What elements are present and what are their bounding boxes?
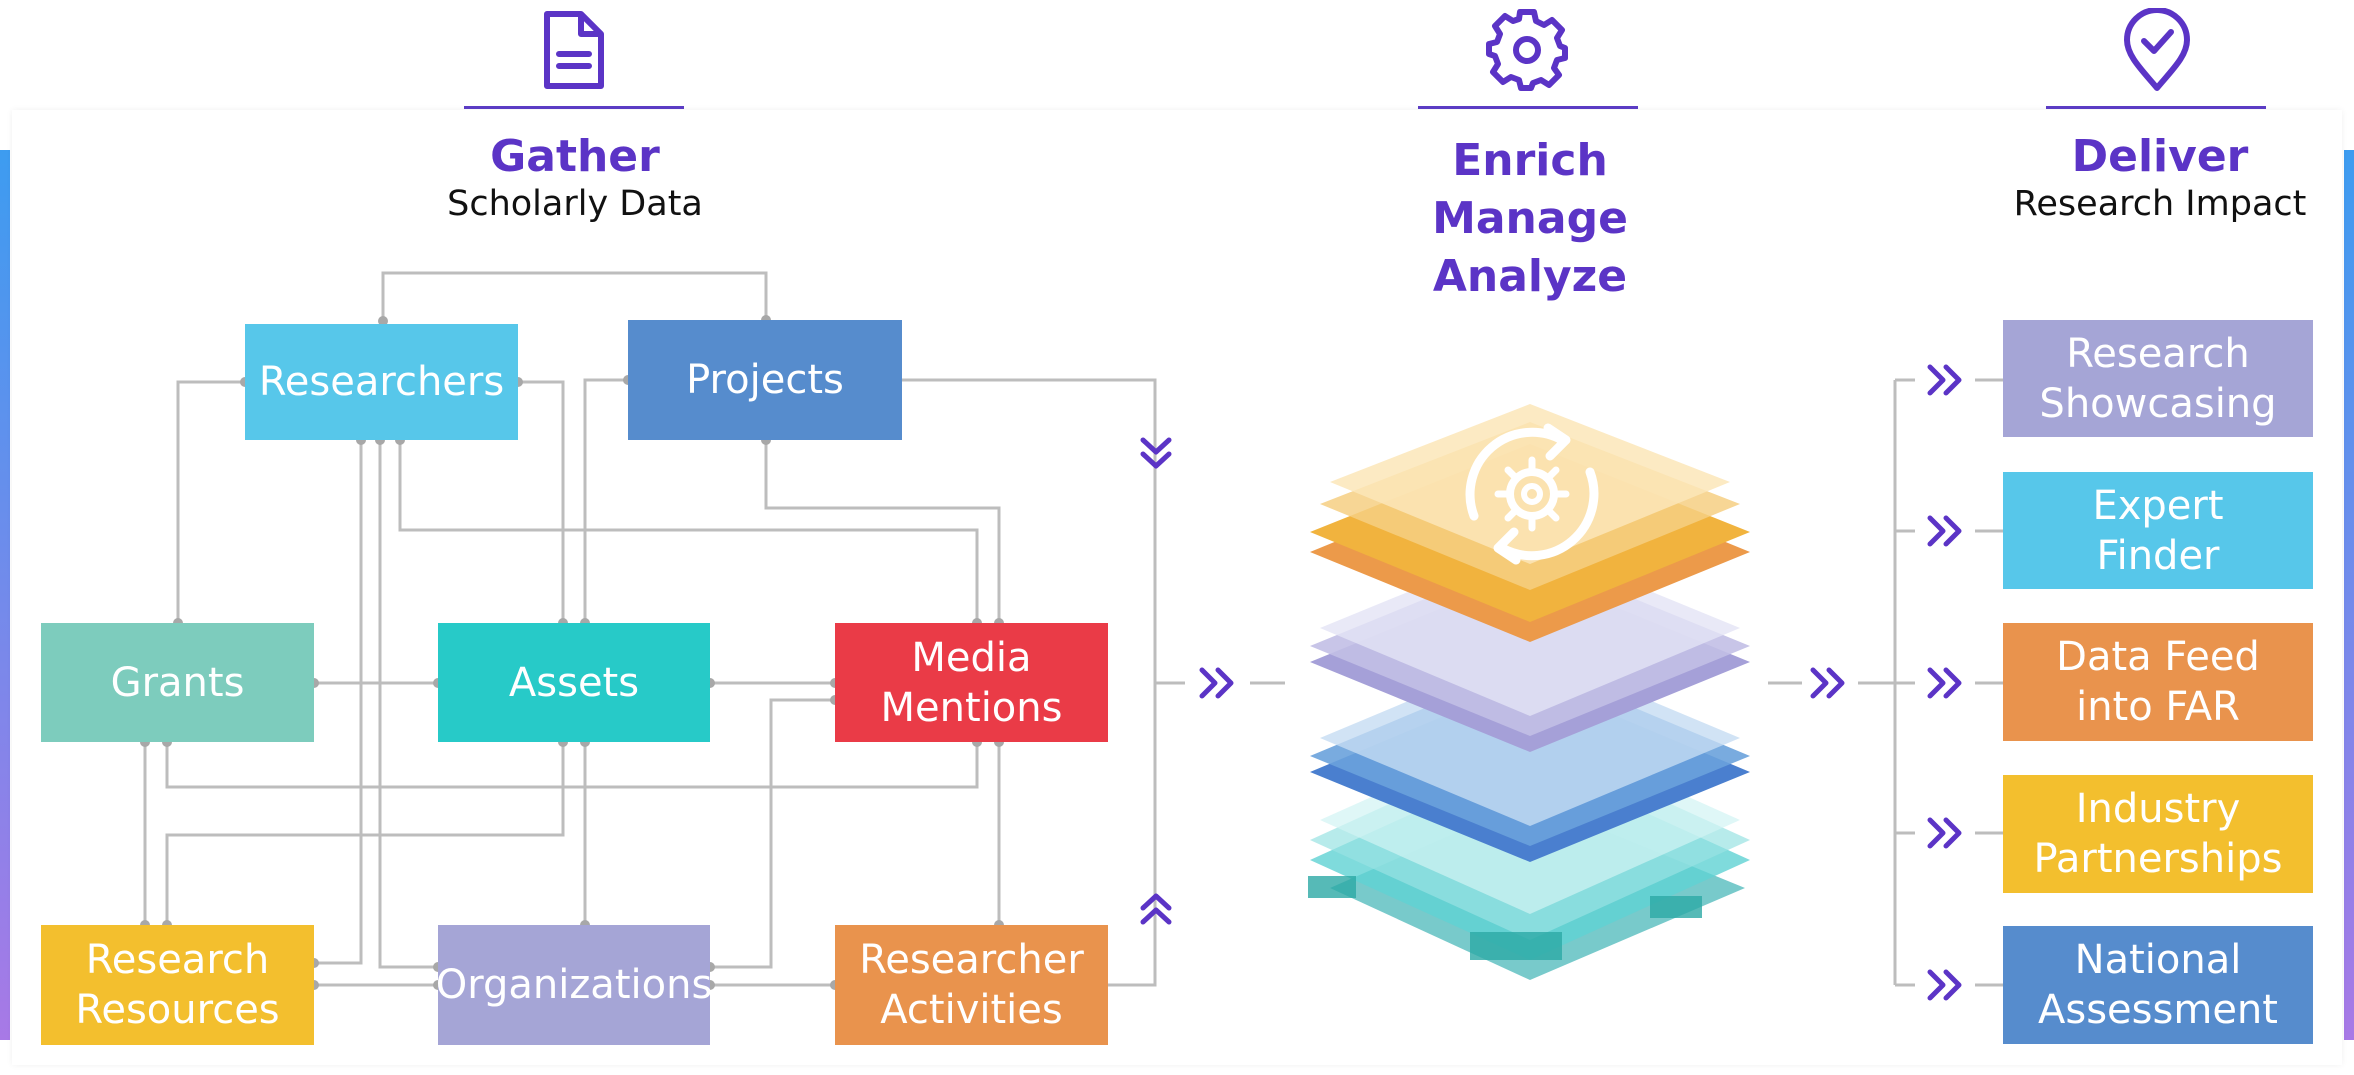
box-label: Data Feed into FAR [2056, 634, 2260, 730]
projects-box: Projects [628, 320, 902, 440]
data-feed-box: Data Feed into FAR [2003, 623, 2313, 741]
double-chevron-right-icon [1927, 515, 1962, 547]
researcher-activities-box: Researcher Activities [835, 925, 1108, 1045]
box-label: Grants [110, 659, 245, 706]
gather-rule [464, 106, 684, 109]
grants-box: Grants [41, 623, 314, 742]
enrich-rule [1418, 106, 1638, 109]
location-check-icon [2124, 8, 2190, 91]
rotate-gear-icon [1465, 423, 1599, 565]
double-chevron-right-icon [1927, 969, 1962, 1001]
expert-finder-box: Expert Finder [2003, 472, 2313, 589]
diagram-panel [12, 110, 2342, 1065]
industry-partnerships-box: Industry Partnerships [2003, 775, 2313, 893]
double-chevron-up-icon [1140, 893, 1172, 925]
right-edge-strip [2344, 150, 2354, 1040]
layered-data-stack-graphic [1308, 404, 1750, 980]
box-label: Industry Partnerships [2033, 786, 2283, 882]
box-label: Expert Finder [2092, 482, 2224, 579]
box-label: Researchers [258, 359, 505, 405]
enrich-title: Enrich Manage Analyze [1380, 132, 1680, 306]
research-resources-box: Research Resources [41, 925, 314, 1045]
double-chevron-down-icon [1140, 437, 1172, 469]
research-showcasing-box: Research Showcasing [2003, 320, 2313, 437]
analyze-title-line: Analyze [1432, 251, 1628, 302]
orange-top-layer [1310, 404, 1750, 642]
deliver-rule [2046, 106, 2266, 109]
left-edge-strip [0, 150, 10, 1040]
media-mentions-box: Media Mentions [835, 623, 1108, 742]
manage-title-line: Manage [1432, 193, 1628, 244]
double-chevron-right-icon [1927, 817, 1962, 849]
double-chevron-right-icon [1810, 667, 1845, 699]
double-chevron-right-icon [1199, 667, 1234, 699]
deliver-subtitle: Research Impact [2013, 184, 2307, 224]
box-label: Researcher Activities [859, 937, 1084, 1033]
box-label: Research Showcasing [2039, 330, 2277, 427]
gather-subtitle: Scholarly Data [447, 184, 703, 224]
document-icon [544, 11, 604, 89]
box-label: Media Mentions [880, 634, 1063, 731]
national-assessment-box: National Assessment [2003, 926, 2313, 1044]
box-label: Projects [686, 357, 844, 403]
box-label: Research Resources [75, 937, 280, 1033]
gear-icon [1486, 9, 1568, 91]
gather-title: Gather [490, 131, 660, 182]
researchers-box: Researchers [245, 324, 518, 440]
box-label: Organizations [435, 962, 713, 1008]
enrich-title-line: Enrich [1452, 135, 1608, 186]
double-chevron-right-icon [1927, 667, 1962, 699]
deliver-title: Deliver [2071, 131, 2249, 182]
box-label: Assets [508, 659, 640, 706]
organizations-box: Organizations [435, 925, 713, 1045]
double-chevron-right-icon [1927, 364, 1962, 396]
box-label: National Assessment [2038, 937, 2278, 1033]
assets-box: Assets [438, 623, 710, 742]
lavender-layer [1310, 542, 1750, 752]
